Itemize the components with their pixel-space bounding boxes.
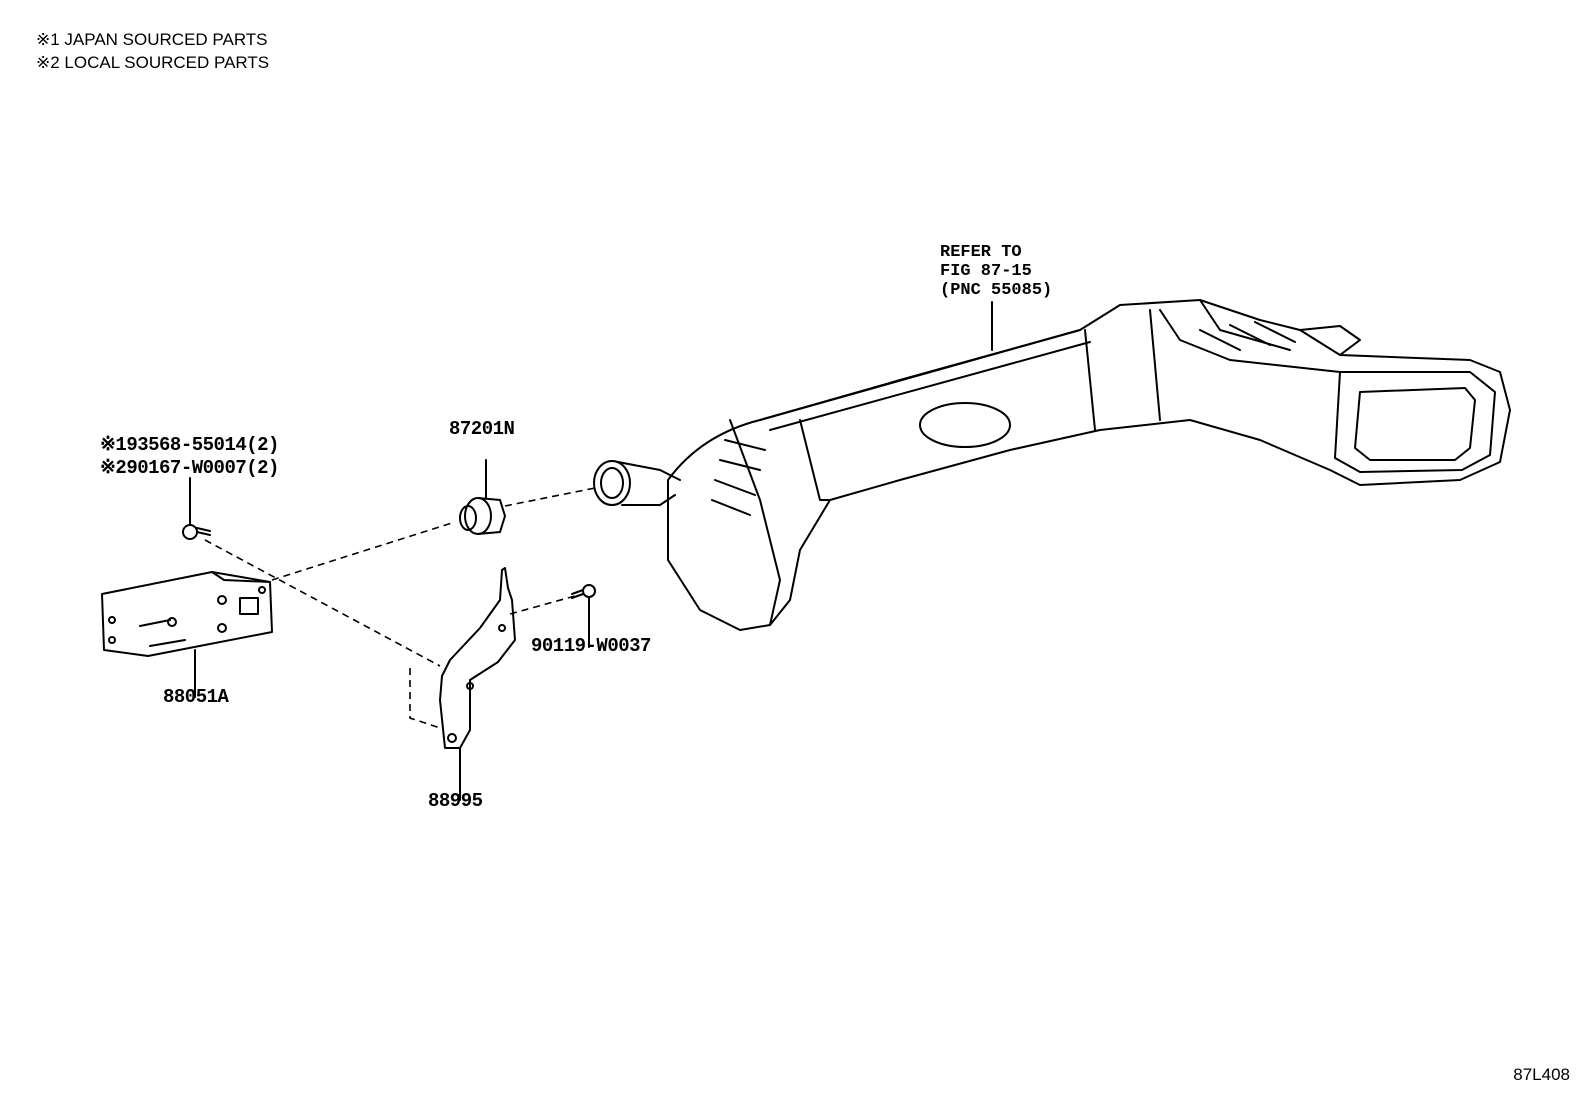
bracket-drawing <box>439 567 516 749</box>
duct-outlet-drawing <box>593 460 681 506</box>
part-label-bracket[interactable]: 88995 <box>428 790 483 812</box>
part-label-bushing[interactable]: 87201N <box>449 418 515 440</box>
reference-line-2: FIG 87-15 <box>940 262 1032 281</box>
bushing-drawing <box>459 497 506 535</box>
legend: ※1 JAPAN SOURCED PARTS ※2 LOCAL SOURCED … <box>36 28 269 74</box>
part-label-bolt[interactable]: 90119-W0037 <box>531 635 651 657</box>
legend-japan-sourced: ※1 JAPAN SOURCED PARTS <box>36 30 268 49</box>
assembly-line-bolt-bracket <box>509 595 576 615</box>
part-label-screw-local[interactable]: ※290167-W0007(2) <box>100 457 279 479</box>
reference-line-1: REFER TO <box>940 243 1022 262</box>
air-duct-drawing <box>667 299 1511 631</box>
assembly-line-module-bushing <box>271 521 456 581</box>
diagram-code: 87L408 <box>1513 1065 1570 1084</box>
duct-reference: REFER TO FIG 87-15 (PNC 55085) <box>940 243 1052 300</box>
part-label-screw-japan[interactable]: ※193568-55014(2) <box>100 434 279 456</box>
reference-line-3: (PNC 55085) <box>940 281 1053 300</box>
assembly-line-bushing-duct <box>504 487 596 507</box>
part-label-module[interactable]: 88051A <box>163 686 229 708</box>
bolt-drawing <box>571 584 596 599</box>
legend-local-sourced: ※2 LOCAL SOURCED PARTS <box>36 53 270 72</box>
screw-drawing <box>182 524 211 540</box>
assembly-line-bracket-side <box>409 668 441 729</box>
module-drawing <box>101 571 273 657</box>
assembly-line-screw-bracket <box>204 539 441 667</box>
